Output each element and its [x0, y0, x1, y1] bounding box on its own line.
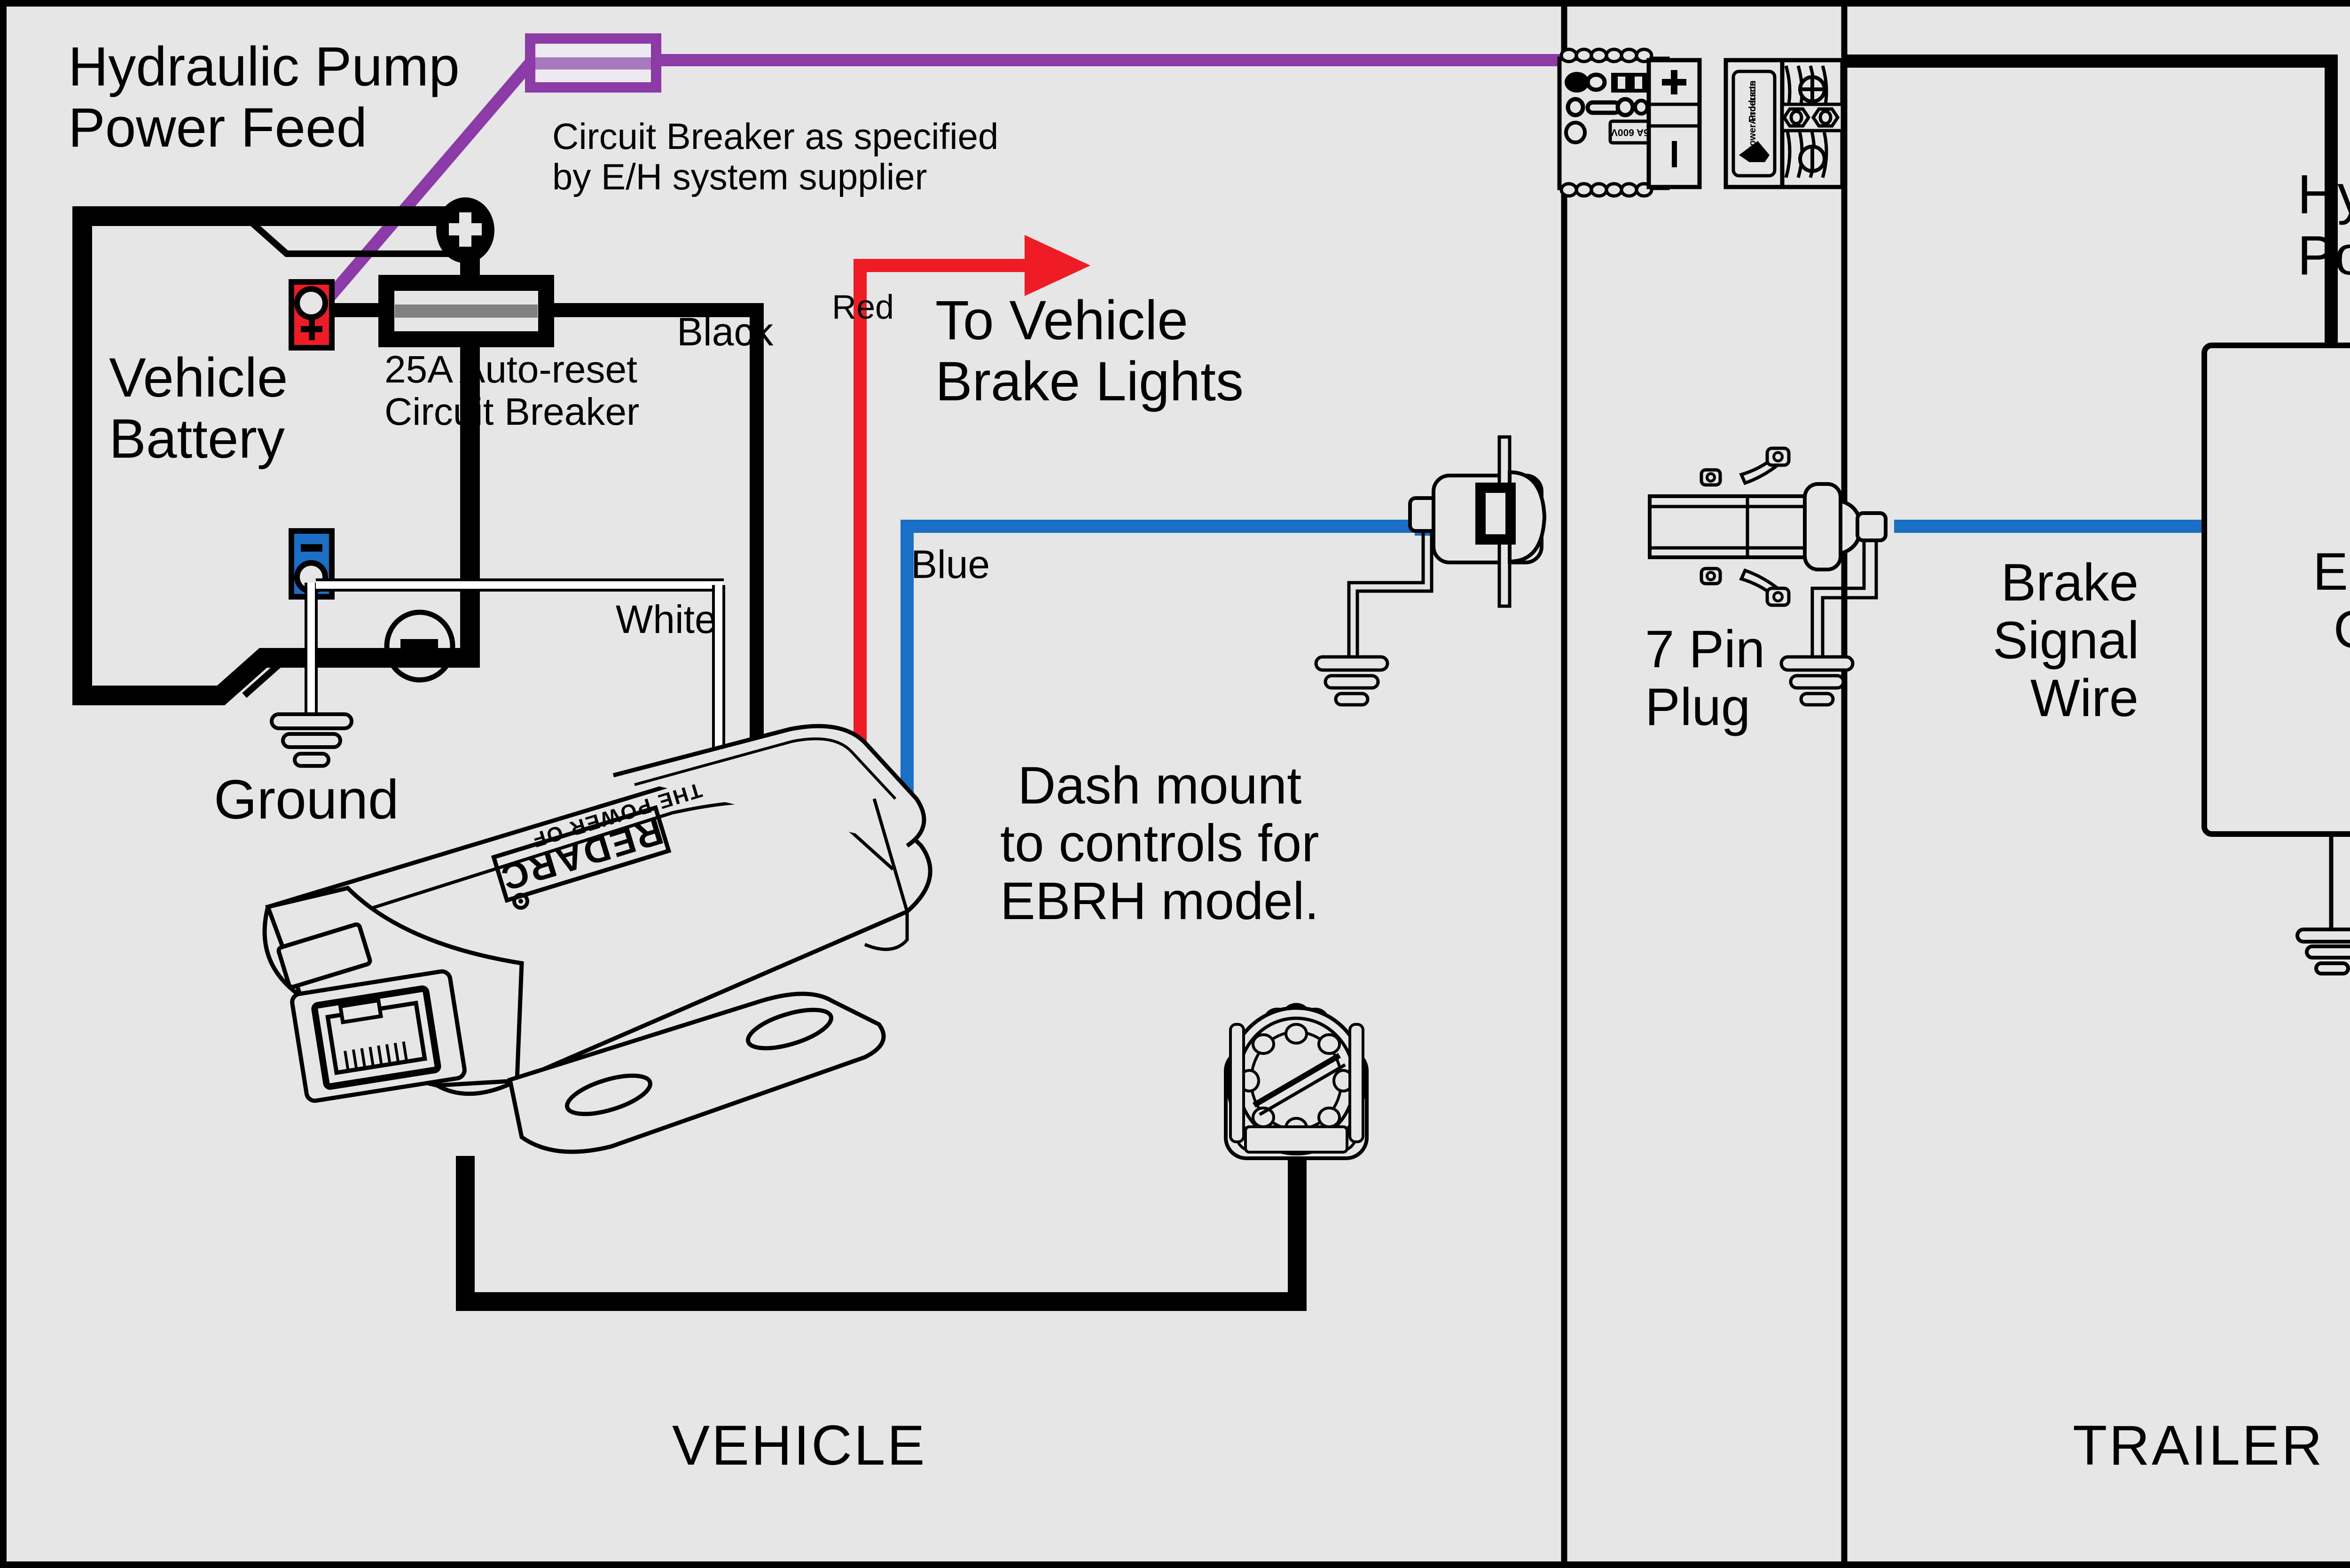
knob-control-wire	[456, 1151, 1307, 1311]
label-wire-black: Black	[677, 310, 774, 354]
anderson-connector-male: Anderson Power Products	[1723, 58, 1845, 189]
red-brake-light-wire	[854, 235, 1090, 895]
trailer-power-feed-wire	[1842, 55, 2338, 345]
redarc-module: REDARC THE POWER OF	[262, 724, 932, 1154]
label-breaker-25a: 25A Auto-reset Circuit Breaker	[384, 348, 640, 434]
label-dash-mount-note: Dash mount to controls for EBRH model.	[1000, 756, 1319, 931]
label-brake-signal-wire: Brake Signal Wire	[1993, 553, 2139, 728]
label-seven-pin-plug: 7 Pin Plug	[1645, 620, 1765, 737]
dash-control-knob	[1224, 1003, 1369, 1160]
anderson-connector-female: 175A 600V	[1557, 47, 1702, 198]
svg-text:Anderson: Anderson	[1747, 80, 1758, 124]
ground-symbol-battery	[270, 712, 353, 768]
label-hydraulic-pump-power-feed-right: Hydraulic Pump Power Feed	[2297, 164, 2350, 287]
label-vehicle-section: VEHICLE	[672, 1414, 927, 1477]
seven-pin-plug-trailer	[1648, 446, 1888, 707]
blue-brake-signal-wire-vehicle	[901, 520, 1415, 895]
label-vehicle-battery: Vehicle Battery	[109, 347, 288, 470]
label-wire-blue: Blue	[911, 542, 990, 586]
plus-badge-icon	[436, 197, 494, 263]
eh-circuit-breaker-symbol	[525, 33, 661, 93]
label-to-vehicle-brake-lights: To Vehicle Brake Lights	[935, 289, 1244, 413]
seven-pin-socket-vehicle	[1314, 435, 1547, 707]
label-eh-brake-controller: E / H Brake Controller	[2313, 542, 2350, 659]
label-hydraulic-pump-power-feed-left: Hydraulic Pump Power Feed	[68, 36, 460, 159]
label-circuit-breaker-note: Circuit Breaker as specified by E/H syst…	[552, 116, 999, 197]
svg-text:Power Products: Power Products	[1747, 81, 1758, 152]
circuit-breaker-25a-symbol	[378, 275, 554, 347]
label-trailer-section: TRAILER	[2073, 1414, 2324, 1477]
minus-badge-icon	[384, 609, 455, 683]
label-wire-red: Red	[832, 289, 894, 326]
eh-brake-controller-box	[2201, 343, 2350, 975]
label-wire-white: White	[616, 597, 717, 641]
battery-positive-terminal	[289, 279, 335, 351]
label-ground: Ground	[214, 769, 399, 831]
